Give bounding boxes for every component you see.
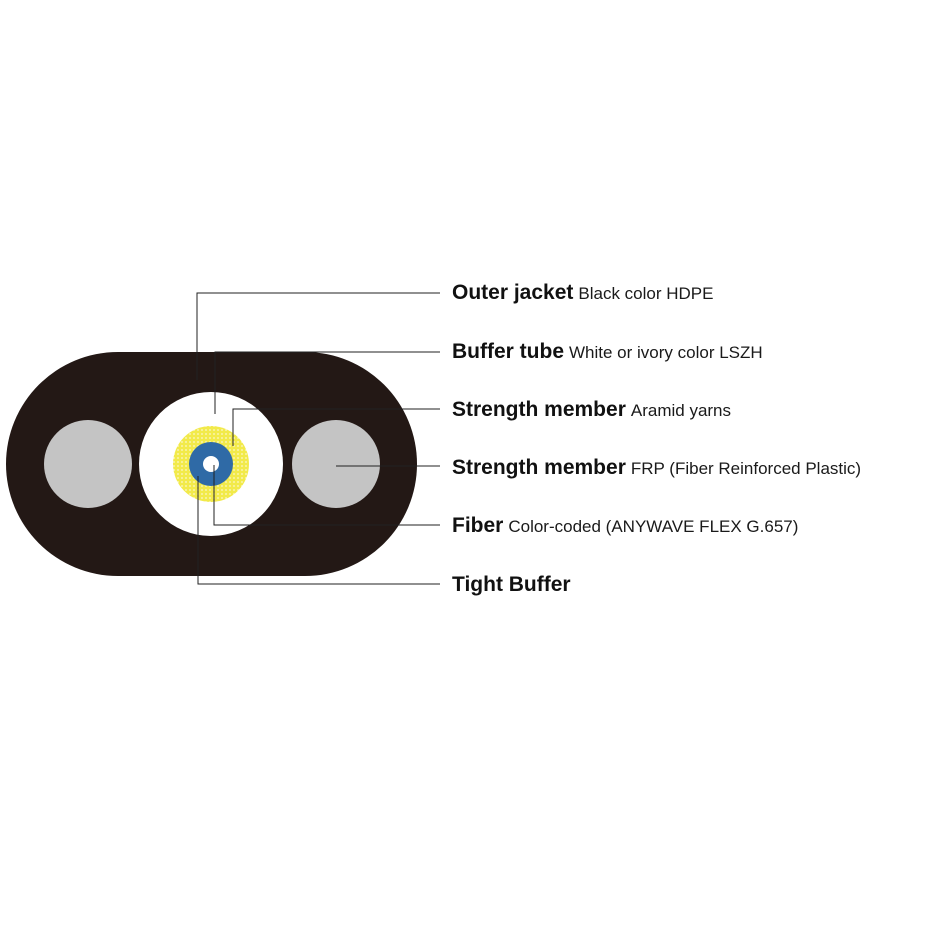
callout-buffer-tube: Buffer tube White or ivory color LSZH (452, 341, 763, 362)
callout-name: Fiber (452, 514, 504, 537)
leader-line-outer-jacket (196, 292, 440, 380)
leader-line-aramid (232, 408, 440, 446)
fiber (203, 456, 219, 472)
strength-member-frp-left (44, 420, 132, 508)
callout-tight-buffer: Tight Buffer (452, 574, 576, 595)
callout-description: FRP (Fiber Reinforced Plastic) (630, 459, 862, 478)
callout-description: Black color HDPE (578, 284, 714, 303)
leader-line-fiber (213, 465, 440, 526)
leader-lines (196, 292, 440, 585)
strength-member-frp-right (292, 420, 380, 508)
callout-name: Outer jacket (452, 281, 574, 304)
leader-line-tight-buffer (197, 476, 440, 585)
callout-name: Strength member (452, 398, 626, 421)
callout-description: Color-coded (ANYWAVE FLEX G.657) (508, 517, 799, 536)
callout-description: Aramid yarns (630, 401, 732, 420)
callout-description: White or ivory color LSZH (569, 343, 763, 362)
callout-name: Strength member (452, 456, 626, 479)
callout-name: Tight Buffer (452, 573, 571, 596)
callout-name: Buffer tube (452, 340, 564, 363)
leader-line-buffer-tube (214, 351, 440, 414)
